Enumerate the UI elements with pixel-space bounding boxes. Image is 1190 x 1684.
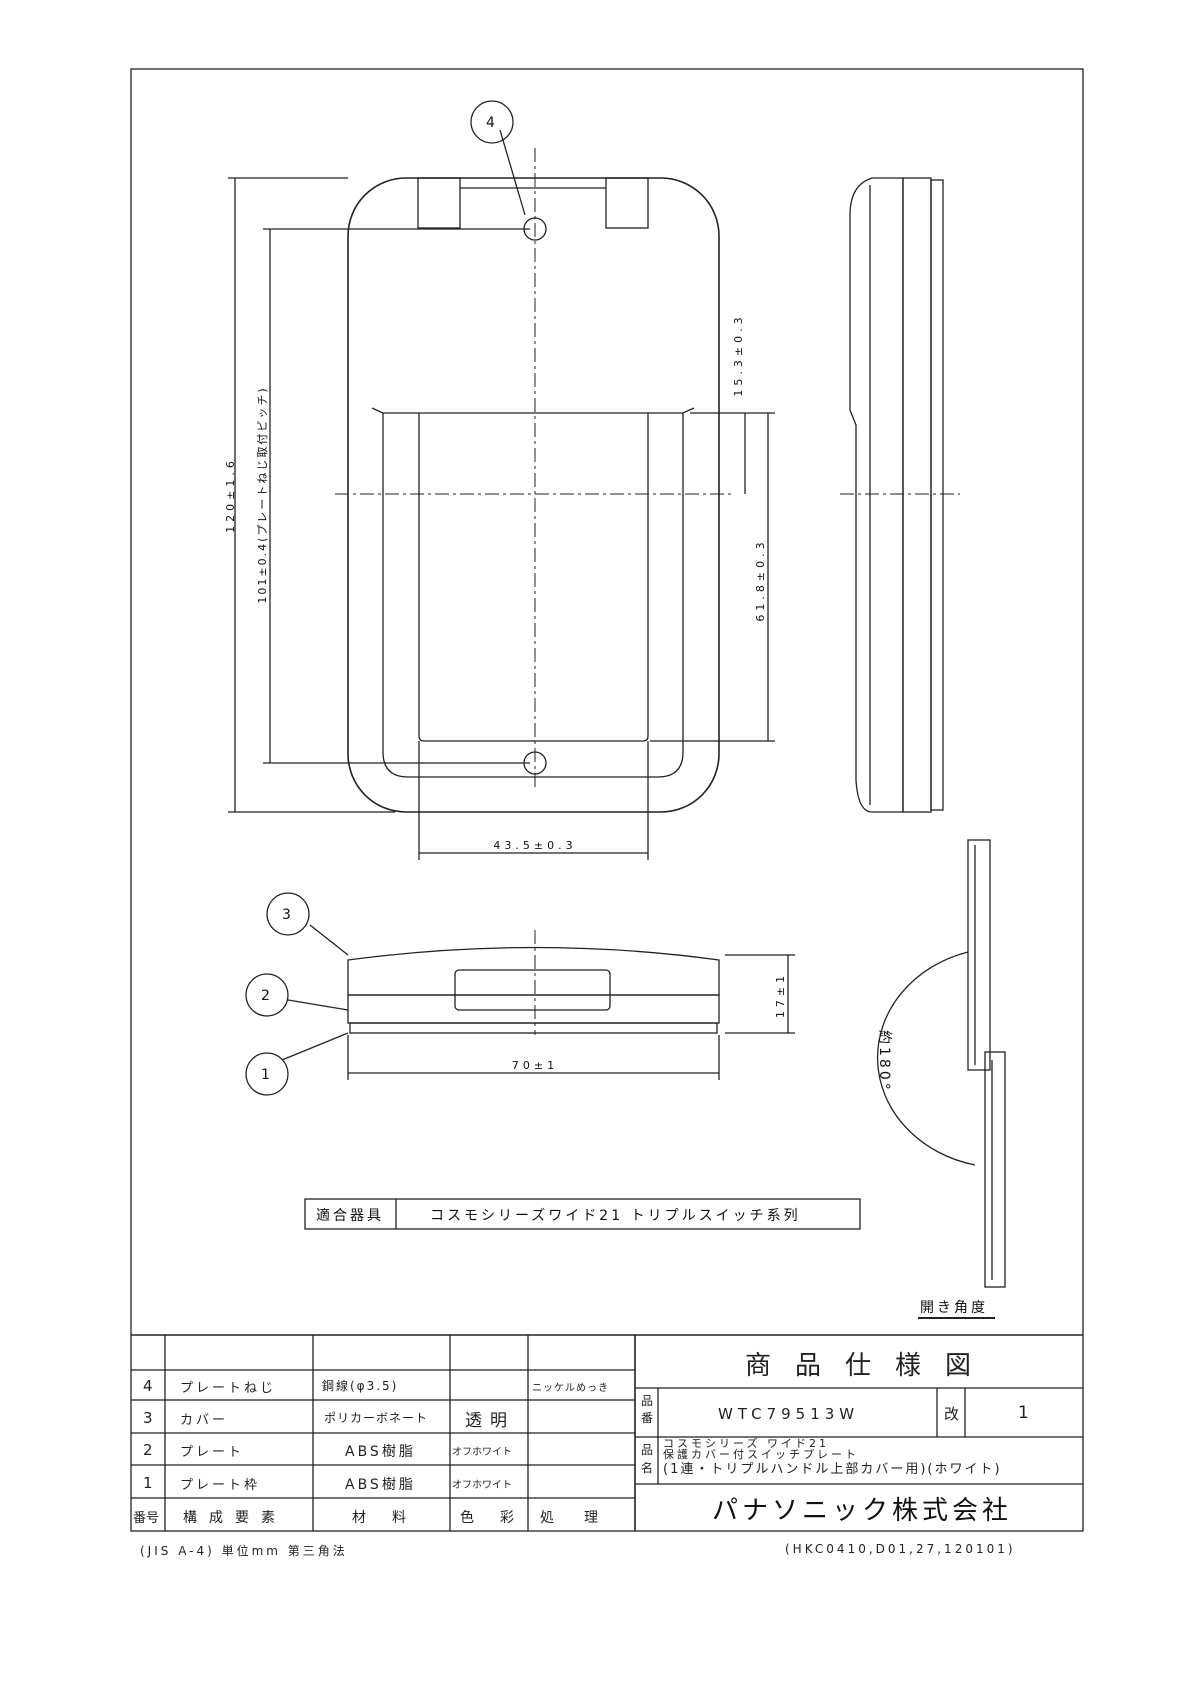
part-no-label: 品番 bbox=[641, 1394, 654, 1425]
callout-1: 1 bbox=[245, 1052, 289, 1096]
row-material: ABS樹脂 bbox=[345, 1477, 416, 1493]
open-angle-value: 約180° bbox=[876, 1030, 892, 1093]
open-angle-label: 開き角度 bbox=[920, 1300, 988, 1316]
product-name-line3: (1連・トリプルハンドル上部カバー用)(ホワイト) bbox=[663, 1462, 1002, 1477]
header-color: 色彩 bbox=[460, 1510, 540, 1526]
company-name: パナソニック株式会社 bbox=[712, 1496, 1013, 1526]
row-no: 2 bbox=[143, 1441, 156, 1459]
row-material: ポリカーボネート bbox=[324, 1411, 429, 1425]
callout-2: 2 bbox=[245, 973, 289, 1017]
header-finish: 処理 bbox=[540, 1510, 628, 1526]
dim-top-offset: 15.3±0.3 bbox=[732, 313, 745, 396]
svg-text:3: 3 bbox=[282, 907, 294, 923]
callout-3: 3 bbox=[266, 892, 310, 936]
dim-depth: 17±1 bbox=[774, 972, 787, 1018]
svg-text:2: 2 bbox=[261, 988, 273, 1004]
row-material: ABS樹脂 bbox=[345, 1444, 416, 1460]
front-view bbox=[228, 148, 775, 860]
product-name-line1: コスモシリーズ ワイド21 bbox=[663, 1437, 829, 1450]
drawing-border bbox=[130, 68, 1084, 1532]
dim-window-width: 43.5±0.3 bbox=[493, 839, 576, 852]
dim-height-total: 120±1.6 bbox=[224, 457, 237, 533]
row-name: プレートねじ bbox=[180, 1381, 277, 1396]
row-no: 4 bbox=[143, 1377, 156, 1395]
dim-window-height: 61.8±0.3 bbox=[754, 538, 767, 621]
dim-screw-pitch: 101±0.4(プレートねじ取付ピッチ) bbox=[256, 386, 269, 603]
header-material: 材料 bbox=[352, 1510, 432, 1526]
drawing-title: 商品仕様図 bbox=[745, 1351, 996, 1381]
revision-number: 1 bbox=[1018, 1403, 1032, 1423]
row-no: 1 bbox=[143, 1474, 156, 1492]
product-name-line2: 保護カバー付スイッチプレート bbox=[663, 1448, 859, 1461]
row-finish: ニッケルめっき bbox=[532, 1383, 609, 1394]
row-name: プレート枠 bbox=[180, 1478, 261, 1493]
row-color: オフホワイト bbox=[452, 1480, 512, 1491]
svg-text:4: 4 bbox=[486, 115, 498, 131]
compatible-value: コスモシリーズワイド21 トリプルスイッチ系列 bbox=[430, 1208, 801, 1224]
row-color: オフホワイト bbox=[452, 1447, 512, 1458]
footer-standard: (JIS A-4) 単位mm 第三角法 bbox=[140, 1544, 348, 1558]
revision-label: 改 bbox=[944, 1405, 963, 1423]
header-no: 番号 bbox=[133, 1511, 160, 1526]
bottom-view bbox=[281, 129, 795, 1080]
row-name: カバー bbox=[180, 1413, 229, 1428]
svg-text:1: 1 bbox=[261, 1067, 273, 1083]
row-material: 鋼線(φ3.5) bbox=[322, 1379, 399, 1393]
compatible-label: 適合器具 bbox=[316, 1207, 384, 1224]
title-block-grid bbox=[131, 1334, 1083, 1531]
product-name-label: 品名 bbox=[641, 1443, 654, 1475]
row-no: 3 bbox=[143, 1409, 156, 1427]
footer-drawing-code: (HKC0410,D01,27,120101) bbox=[785, 1542, 1016, 1556]
open-angle-view bbox=[876, 839, 1006, 1288]
part-number: WTC79513W bbox=[718, 1405, 860, 1423]
row-name: プレート bbox=[180, 1445, 245, 1460]
header-component: 構成要素 bbox=[183, 1510, 287, 1526]
row-color: 透明 bbox=[465, 1411, 515, 1431]
dim-width-total: 70±1 bbox=[512, 1059, 558, 1072]
side-view bbox=[840, 177, 960, 813]
callout-4: 4 bbox=[470, 100, 514, 144]
